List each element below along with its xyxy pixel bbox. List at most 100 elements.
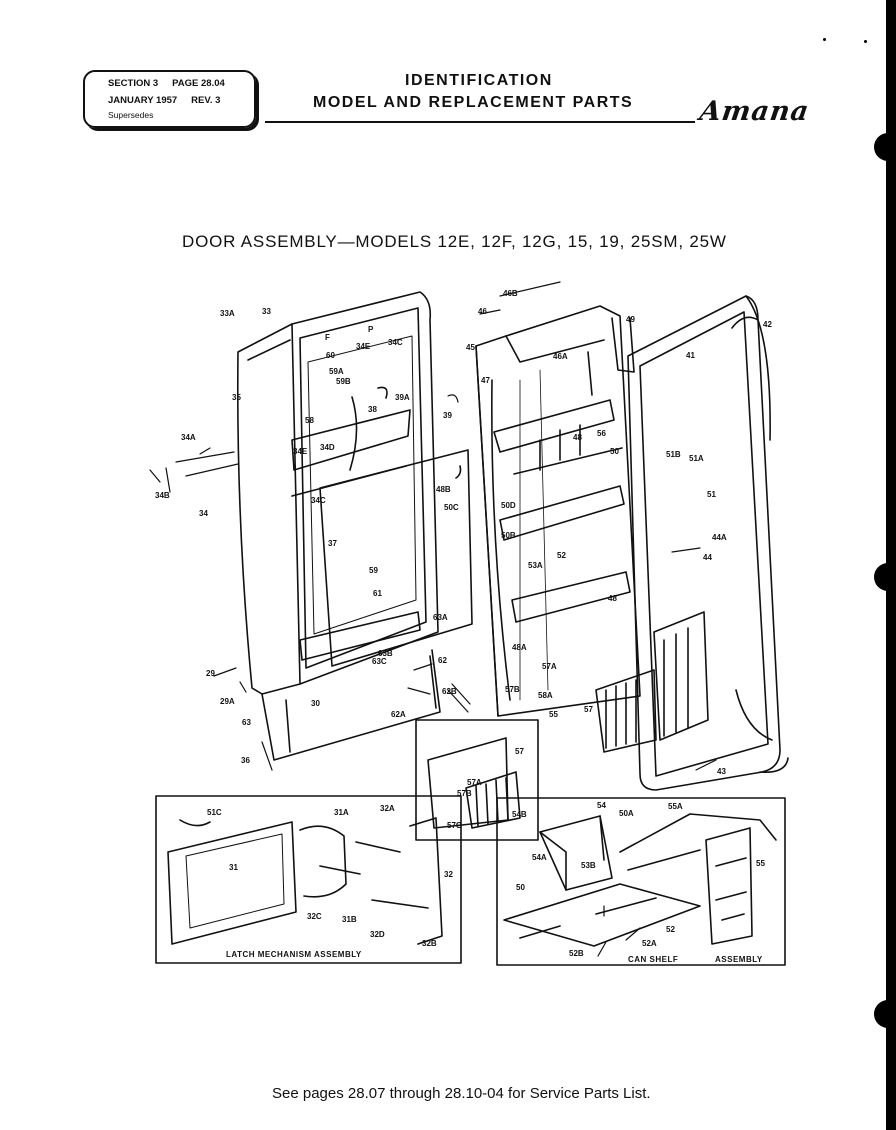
part-callout: 50 <box>610 447 619 456</box>
part-callout: 59B <box>336 377 351 386</box>
part-callout: 54A <box>532 853 547 862</box>
can-shelf-caption: CAN SHELF <box>628 955 678 964</box>
part-callout: 41 <box>686 351 695 360</box>
part-callout: 51B <box>666 450 681 459</box>
part-callout: 39A <box>395 393 410 402</box>
part-callout: 50D <box>501 501 516 510</box>
date-label: JANUARY 1957 <box>108 95 178 106</box>
part-callout: 49 <box>626 315 635 324</box>
part-callout: 53A <box>528 561 543 570</box>
part-callout: 63B <box>378 649 393 658</box>
part-callout: 39 <box>443 411 452 420</box>
part-callout: 48B <box>436 485 451 494</box>
part-callout: 30 <box>311 699 320 708</box>
part-callout: 58A <box>538 691 553 700</box>
part-callout: 50B <box>501 531 516 540</box>
part-callout: 55A <box>668 802 683 811</box>
part-callout: 55 <box>756 859 765 868</box>
part-callout: 34 <box>199 509 208 518</box>
part-callout: 51 <box>707 490 716 499</box>
part-callout: 52 <box>557 551 566 560</box>
latch-caption: LATCH MECHANISM ASSEMBLY <box>226 950 362 959</box>
part-callout: 57A <box>467 778 482 787</box>
part-callout: 63C <box>372 657 387 666</box>
part-callout: 48 <box>573 433 582 442</box>
section-label: SECTION 3 <box>108 78 159 89</box>
part-callout: 44 <box>703 553 712 562</box>
part-callout: 33A <box>220 309 235 318</box>
part-callout: 60 <box>326 351 335 360</box>
part-callout: 46 <box>478 307 487 316</box>
part-callout: 31A <box>334 808 349 817</box>
hardware-parts <box>149 281 717 957</box>
header-identification: IDENTIFICATION <box>405 72 553 89</box>
part-callout: 32D <box>370 930 385 939</box>
part-callout: 63 <box>242 718 251 727</box>
part-callout: P <box>368 325 374 334</box>
part-callout: 44A <box>712 533 727 542</box>
part-callout: 62B <box>442 687 457 696</box>
part-callout: 38 <box>368 405 377 414</box>
page-label: PAGE 28.04 <box>172 78 225 89</box>
part-callout: 31B <box>342 915 357 924</box>
outer-door-panel <box>236 291 441 761</box>
header-rule <box>265 121 695 123</box>
part-callout: 34E <box>293 447 308 456</box>
part-callout: F <box>325 333 330 342</box>
part-callout: 32B <box>422 939 437 948</box>
part-callout: 61 <box>373 589 382 598</box>
part-callout: 56 <box>597 429 606 438</box>
door-bin <box>595 611 709 753</box>
part-callout: 54B <box>512 810 527 819</box>
speck <box>823 38 826 41</box>
part-callout: 35 <box>232 393 241 402</box>
part-callout: 36 <box>241 756 250 765</box>
part-callout: 29A <box>220 697 235 706</box>
part-callout: 34B <box>155 491 170 500</box>
part-callout: 51A <box>689 454 704 463</box>
part-callout: 55 <box>549 710 558 719</box>
part-callout: 53B <box>581 861 596 870</box>
part-callout: 50A <box>619 809 634 818</box>
part-callout: 45 <box>466 343 475 352</box>
part-callout: 34E <box>356 342 371 351</box>
part-callout: 54 <box>597 801 606 810</box>
part-callout: 50C <box>444 503 459 512</box>
part-callout: 52A <box>642 939 657 948</box>
glass-shelf <box>319 449 473 667</box>
part-callout: 59A <box>329 367 344 376</box>
part-callout: 57B <box>457 789 472 798</box>
header-model-parts: MODEL AND REPLACEMENT PARTS <box>313 94 634 111</box>
latch-inset <box>155 795 462 964</box>
part-callout: 63A <box>433 613 448 622</box>
part-callout: 52B <box>569 949 584 958</box>
part-callout: 32C <box>307 912 322 921</box>
part-callout: 34D <box>320 443 335 452</box>
part-callout: 37 <box>328 539 337 548</box>
part-callout: 51C <box>207 808 222 817</box>
part-callout: 57C <box>447 821 462 830</box>
part-callout: 46B <box>503 289 518 298</box>
part-callout: 33 <box>262 307 271 316</box>
part-callout: 31 <box>229 863 238 872</box>
part-callout: 50 <box>516 883 525 892</box>
part-callout: 48 <box>608 594 617 603</box>
can-shelf-inset <box>496 797 786 966</box>
part-callout: 57 <box>515 747 524 756</box>
part-callout: 47 <box>481 376 490 385</box>
part-callout: 57A <box>542 662 557 671</box>
part-callout: 59 <box>369 566 378 575</box>
binder-hole <box>874 133 886 161</box>
supersedes-label: Supersedes <box>108 110 154 120</box>
part-callout: 62 <box>438 656 447 665</box>
part-callout: 43 <box>717 767 726 776</box>
part-callout: 58 <box>305 416 314 425</box>
part-callout: 32A <box>380 804 395 813</box>
door-gasket <box>627 295 789 791</box>
part-callout: 42 <box>763 320 772 329</box>
part-callout: 34A <box>181 433 196 442</box>
diagram-title: DOOR ASSEMBLY—MODELS 12E, 12F, 12G, 15, … <box>182 232 727 251</box>
